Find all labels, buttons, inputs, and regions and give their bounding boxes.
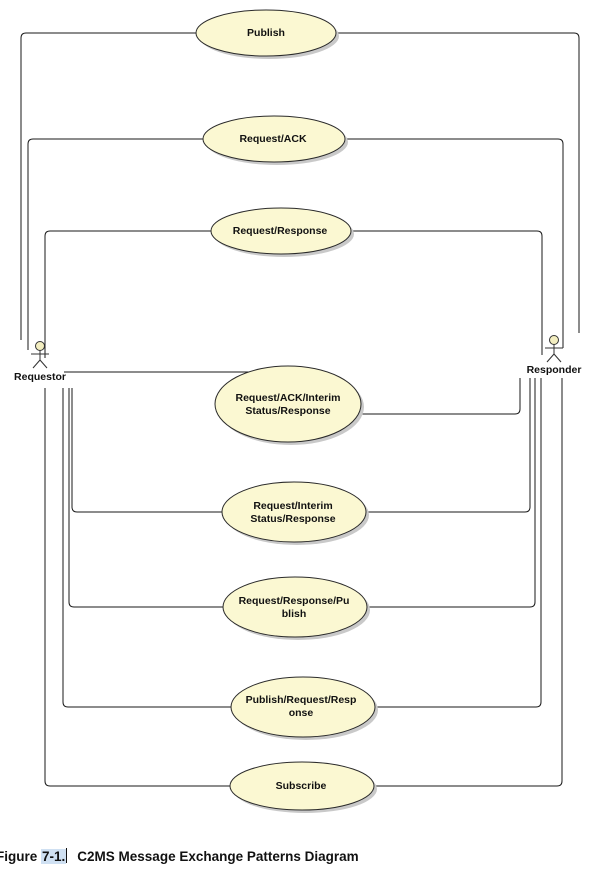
use-case-label: Publish	[247, 27, 285, 39]
connector-request-response-publish-responder	[366, 378, 536, 608]
connector-requestor-request-ack	[27, 138, 203, 350]
use-case-label-line-2: blish	[282, 608, 307, 620]
use-case-label: Subscribe	[276, 780, 327, 792]
use-case-publish: Publish	[195, 9, 339, 59]
connector-publish-responder	[335, 32, 580, 333]
connectors	[20, 32, 580, 787]
connector-request-ack-interim-responder	[350, 378, 521, 415]
connector-request-ack-responder	[345, 138, 564, 348]
connector-requestor-request-interim	[71, 388, 223, 513]
use-case-request-ack-interim-status-response: Request/ACK/Interim Status/Response	[214, 365, 364, 445]
use-case-request-ack: Request/ACK	[202, 115, 348, 165]
caption-title: C2MS Message Exchange Patterns Diagram	[77, 849, 359, 864]
actor-responder: Responder	[527, 335, 582, 376]
connector-requestor-request-response-publish	[68, 388, 224, 608]
use-case-diagram: Publish Request/ACK Request/Response Req…	[14, 9, 582, 813]
use-case-label: Request/ACK	[239, 133, 307, 145]
text-cursor	[66, 848, 68, 863]
use-case-label-line-2: onse	[289, 707, 314, 719]
use-case-label-line-1: Request/ACK/Interim	[235, 392, 340, 404]
use-case-request-response-publish: Request/Response/Pu blish	[222, 576, 370, 640]
connector-request-response-responder	[351, 230, 543, 355]
connector-subscribe-responder	[373, 378, 563, 787]
connector-requestor-publish	[20, 32, 197, 340]
stick-figure-icon	[545, 335, 563, 363]
connector-requestor-request-response	[44, 230, 211, 358]
caption-prefix: Figure	[0, 849, 42, 864]
use-case-label: Request/Response	[233, 225, 328, 237]
caption-figure-number: 7-1.	[41, 849, 67, 864]
use-case-label-line-1: Request/Response/Pu	[239, 595, 350, 607]
connector-requestor-publish-request-response	[62, 388, 232, 708]
use-case-label-line-1: Publish/Request/Resp	[246, 694, 357, 706]
actor-label: Responder	[527, 364, 582, 376]
use-case-label-line-2: Status/Response	[245, 405, 330, 417]
actor-requestor: Requestor	[14, 341, 66, 383]
use-case-label-line-2: Status/Response	[250, 513, 335, 525]
use-case-request-response: Request/Response	[210, 207, 354, 257]
use-case-publish-request-response: Publish/Request/Resp onse	[230, 676, 378, 740]
connector-request-interim-responder	[365, 378, 531, 513]
stick-figure-icon	[31, 341, 49, 369]
actor-label: Requestor	[14, 371, 66, 383]
use-case-subscribe: Subscribe	[229, 761, 377, 813]
use-case-request-interim-status-response: Request/Interim Status/Response	[221, 481, 369, 545]
connector-requestor-subscribe	[44, 388, 232, 787]
use-case-label-line-1: Request/Interim	[253, 500, 332, 512]
connector-publish-request-response-responder	[374, 378, 542, 708]
figure-caption: Figure 7-1. C2MS Message Exchange Pattern…	[0, 848, 359, 864]
